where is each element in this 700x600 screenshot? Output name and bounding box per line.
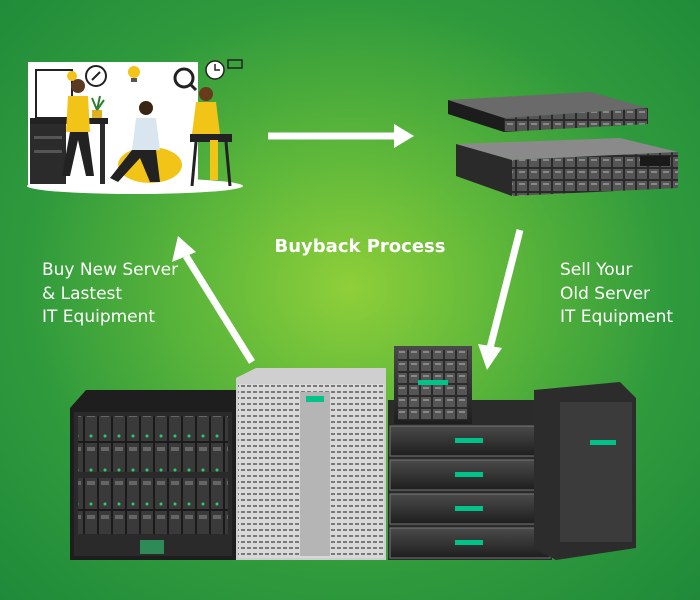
rack-server-group bbox=[448, 92, 678, 196]
blade-enclosure bbox=[70, 390, 238, 560]
people-illustration bbox=[27, 59, 243, 194]
left-caption: Buy New Server & Lastest IT Equipment bbox=[42, 259, 178, 330]
right-caption-line-1: Sell Your bbox=[560, 260, 633, 280]
right-caption-line-2: Old Server bbox=[560, 283, 651, 304]
arrow-down bbox=[478, 229, 524, 370]
arrow-up bbox=[172, 236, 255, 364]
process-title: Buyback Process bbox=[274, 236, 446, 257]
micro-server bbox=[394, 346, 472, 424]
right-caption: Sell Your Old Server IT Equipment bbox=[560, 259, 673, 330]
storage-tower-silver bbox=[236, 368, 386, 560]
arrow-right bbox=[268, 124, 414, 148]
right-caption-line-3: IT Equipment bbox=[560, 307, 674, 327]
left-caption-line-2: & Lastest bbox=[42, 283, 123, 304]
tower-server bbox=[534, 382, 636, 560]
left-caption-line-3: IT Equipment bbox=[42, 307, 156, 327]
rack-server-stack bbox=[388, 400, 552, 560]
left-caption-line-1: Buy New Server bbox=[42, 260, 179, 280]
